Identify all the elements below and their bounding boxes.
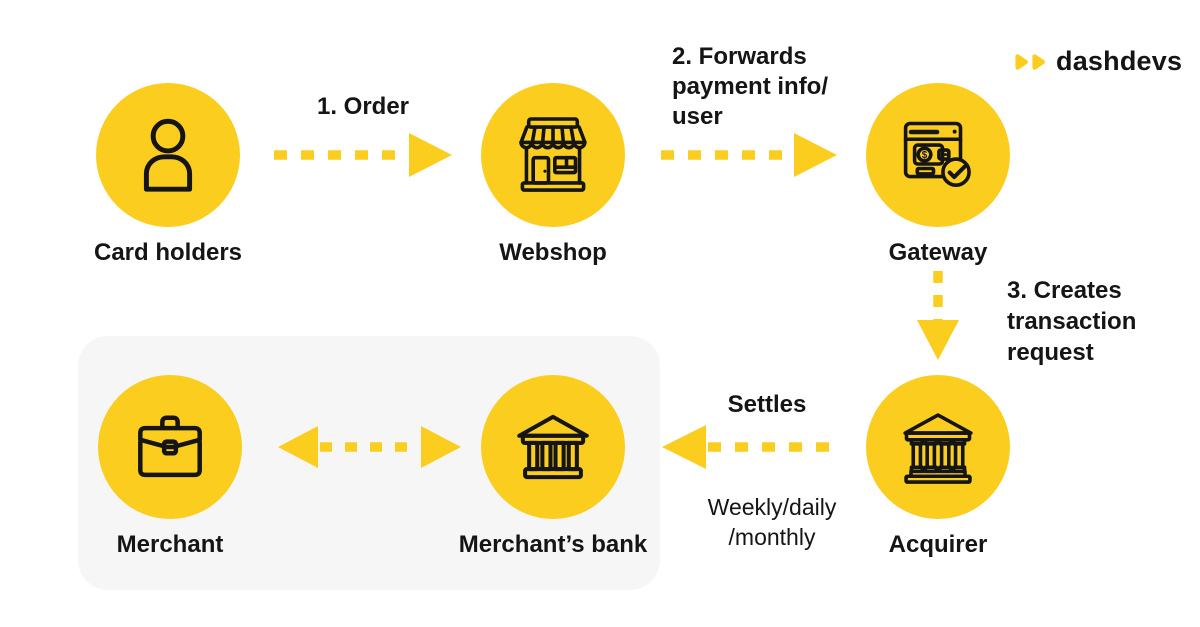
arrow-merchant-bank-bidirectional (278, 426, 461, 468)
check-icon (941, 157, 971, 187)
bank-icon (517, 414, 589, 480)
node-label: Acquirer (888, 531, 988, 558)
brand-logo: dashdevs (1014, 46, 1182, 77)
settles-label: Settles (727, 391, 807, 418)
node-gateway: $ Gateway (828, 83, 1048, 267)
gateway-circle: $ (866, 83, 1010, 227)
node-label: Webshop (499, 239, 607, 266)
acquirer-circle (866, 375, 1010, 519)
forwards-line-1: 2. Forwards (672, 43, 807, 70)
person-icon (143, 118, 193, 192)
node-label: Gateway (888, 239, 988, 266)
creates-line-2: transaction (1007, 308, 1137, 335)
node-label: Merchant’s bank (458, 531, 648, 558)
arrow-creates-transaction (917, 271, 959, 360)
node-label: Card holders (93, 239, 243, 266)
play-triangle-icon (1015, 53, 1028, 70)
creates-line-3: request (1007, 339, 1094, 366)
settles-frequency-label: Weekly/daily /monthly (682, 492, 862, 552)
forwards-line-3: user (672, 103, 723, 130)
webshop-circle (481, 83, 625, 227)
arrow-order (274, 133, 452, 177)
node-merchants-bank: Merchant’s bank (443, 375, 663, 559)
briefcase-icon (138, 415, 202, 478)
brand-name: dashdevs (1056, 46, 1183, 76)
forwards-line-2: payment info/ (672, 73, 829, 100)
node-merchant: Merchant (60, 375, 280, 559)
arrow-forwards-payment (661, 133, 837, 177)
creates-line-1: 3. Creates (1007, 277, 1122, 304)
frequency-line-1: Weekly/daily (707, 494, 837, 520)
node-card-holders: Card holders (58, 83, 278, 267)
node-label: Merchant (116, 531, 224, 558)
dollar-sign: $ (922, 150, 928, 161)
merchant-circle (98, 375, 242, 519)
node-acquirer: Acquirer (828, 375, 1048, 559)
payment-gateway-icon: $ (903, 121, 971, 187)
arrow-settles (662, 425, 833, 469)
bank-columns-icon (903, 413, 973, 484)
creates-transaction-label: 3. Creates transaction request (1007, 275, 1136, 368)
order-step-label: 1. Order (316, 93, 410, 120)
forwards-payment-label: 2. Forwards payment info/ user (672, 42, 828, 132)
storefront-icon (519, 117, 587, 192)
card-holders-circle (96, 83, 240, 227)
play-triangle-icon (1032, 53, 1045, 70)
frequency-line-2: /monthly (728, 524, 816, 550)
merchants-bank-circle (481, 375, 625, 519)
node-webshop: Webshop (443, 83, 663, 267)
